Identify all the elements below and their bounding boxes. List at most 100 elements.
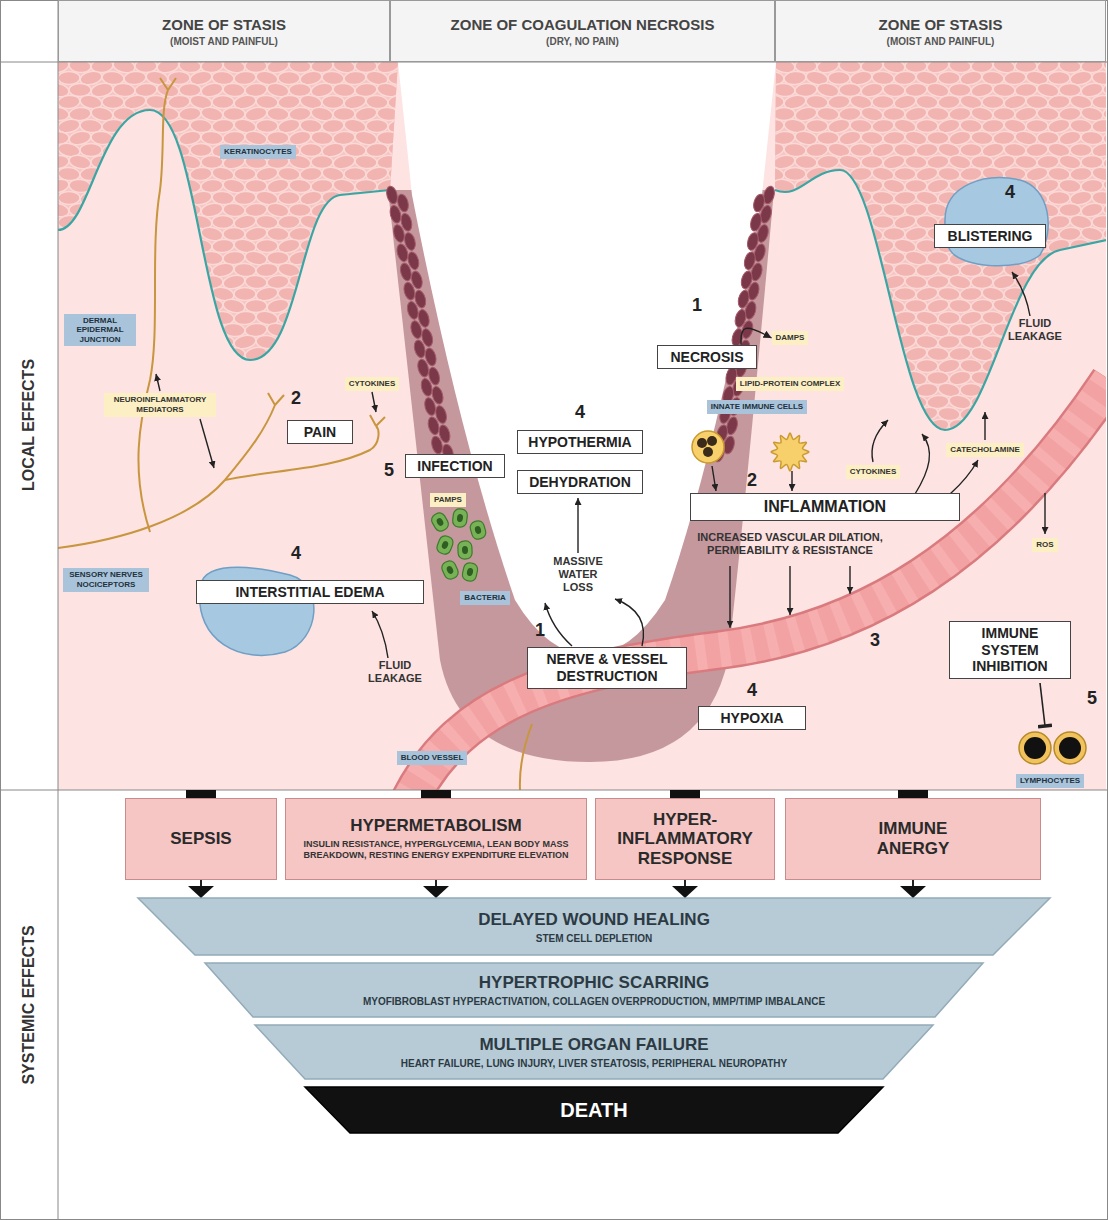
- keratinocyte-cell: [827, 406, 850, 421]
- nerve-ending: [160, 78, 176, 90]
- keratinocyte-cell: [806, 240, 828, 253]
- keratinocyte-cell: [1092, 456, 1106, 469]
- lymphocyte-nucleus: [1024, 737, 1046, 759]
- keratinocyte-cell: [300, 384, 322, 397]
- keratinocyte-cell: [343, 333, 367, 350]
- effect-box: BLISTERING: [934, 224, 1046, 249]
- keratinocyte-cell: [234, 168, 256, 181]
- keratinocyte-cell: [343, 310, 366, 325]
- keratinocyte-cell: [849, 238, 872, 253]
- keratinocyte-cell: [135, 300, 157, 313]
- keratinocyte-cell: [233, 382, 256, 397]
- keratinocyte-cell: [1103, 108, 1106, 121]
- keratinocyte-cell: [1102, 297, 1106, 314]
- keratinocyte-cell: [145, 309, 169, 326]
- arrow: [545, 603, 572, 646]
- keratinocyte-cell: [860, 370, 883, 385]
- keratinocyte-cell: [332, 202, 355, 217]
- systemic-effect-box: SEPSIS: [125, 798, 277, 880]
- keratinocyte-cell: [366, 360, 388, 373]
- keratinocyte-cell: [58, 381, 81, 398]
- keratinocyte-cell: [255, 454, 278, 469]
- keratinocyte-cell: [299, 309, 323, 326]
- zone-header: ZONE OF STASIS(MOIST AND PAINFUL): [58, 0, 390, 62]
- mediator-tag: ROS: [1032, 538, 1057, 552]
- keratinocyte-cell: [805, 262, 828, 277]
- keratinocyte-cell: [167, 261, 191, 278]
- keratinocyte-cell: [849, 406, 872, 421]
- bacterium: [440, 559, 460, 581]
- keratinocyte-cell: [794, 249, 818, 266]
- keratinocyte-cell: [123, 357, 147, 374]
- node-title: ZONE OF COAGULATION NECROSIS: [451, 16, 715, 33]
- keratinocyte-cell: [1048, 72, 1070, 85]
- keratinocyte-cell: [827, 214, 850, 229]
- keratinocyte-cell: [113, 108, 135, 121]
- keratinocyte-cell: [904, 442, 927, 457]
- keratinocyte-cell: [310, 298, 333, 313]
- node-title: BLOOD VESSEL: [401, 753, 464, 763]
- keratinocyte-cell: [167, 334, 190, 349]
- keratinocyte-cell: [90, 418, 113, 433]
- section-label: SYSTEMIC EFFECTS: [20, 925, 38, 1084]
- mediator-tag: LIPID-PROTEIN COMPLEX: [736, 377, 844, 391]
- keratinocyte-cell: [222, 393, 246, 410]
- node-title: IMMUNE ANERGY: [853, 819, 973, 858]
- keratinocyte-cell: [366, 240, 388, 253]
- keratinocyte-cell: [68, 346, 91, 361]
- keratinocyte-cell: [860, 321, 884, 338]
- keratinocyte-cell: [332, 250, 355, 265]
- effect-box: IMMUNE SYSTEM INHIBITION: [949, 621, 1071, 679]
- keratinocyte-cell: [805, 454, 828, 469]
- node-title: ROS: [1036, 540, 1053, 550]
- bacterium-body: [452, 508, 468, 528]
- node-title: NEUROINFLAMMATORY MEDIATORS: [108, 395, 212, 414]
- keratinocyte-cell: [387, 166, 410, 181]
- node-detail: STEM CELL DEPLETION: [473, 933, 716, 944]
- keratinocyte-cell: [871, 358, 894, 373]
- necrotic-cells: [385, 185, 776, 463]
- keratinocyte-cell: [783, 357, 807, 374]
- arrow: [872, 420, 888, 462]
- keratinocyte-cell: [805, 309, 829, 326]
- bacterium-body: [440, 559, 460, 581]
- keratinocyte-cell: [79, 286, 102, 301]
- keratinocyte-cell: [827, 357, 851, 374]
- keratinocyte-cell: [277, 454, 300, 469]
- bacterium-core: [466, 567, 474, 576]
- keratinocyte-cell: [333, 228, 355, 241]
- bacteria-cluster: [429, 508, 487, 582]
- keratinocyte-cell: [135, 180, 157, 193]
- node-title: MULTIPLE ORGAN FAILURE: [423, 1035, 764, 1055]
- outcome-band: MULTIPLE ORGAN FAILUREHEART FAILURE, LUN…: [255, 1025, 933, 1079]
- keratinocyte-cell: [1036, 394, 1059, 409]
- keratinocyte-cell: [58, 286, 81, 301]
- node-detail: (DRY, NO PAIN): [546, 36, 619, 47]
- keratinocyte-cell: [343, 213, 367, 230]
- keratinocyte-cell: [344, 288, 366, 301]
- keratinocyte-cell: [112, 370, 135, 385]
- keratinocyte-cell: [156, 201, 180, 218]
- keratinocyte-cell: [1058, 273, 1082, 290]
- permeability-arrows: [730, 566, 850, 628]
- tab: [670, 790, 700, 798]
- keratinocyte-cell: [156, 297, 180, 314]
- necrotic-cell: [385, 185, 399, 205]
- keratinocyte-cell: [267, 372, 289, 385]
- keratinocyte-cell: [156, 226, 179, 241]
- keratinocyte-cell: [354, 322, 377, 337]
- keratinocyte-cell: [134, 129, 158, 146]
- arrow: [1044, 493, 1045, 534]
- nucleus-lobe: [697, 438, 707, 448]
- keratinocyte-cell: [299, 286, 322, 301]
- keratinocyte-cell: [992, 370, 1015, 385]
- keratinocyte-cell: [872, 96, 894, 109]
- bacterium-core: [435, 517, 444, 527]
- keratinocyte-cell: [366, 120, 388, 133]
- keratinocyte-cell: [79, 238, 102, 253]
- keratinocyte-cell: [1081, 276, 1103, 289]
- keratinocyte-cell: [157, 252, 179, 265]
- keratinocyte-cell: [750, 441, 774, 458]
- lymphocyte: [1019, 732, 1051, 764]
